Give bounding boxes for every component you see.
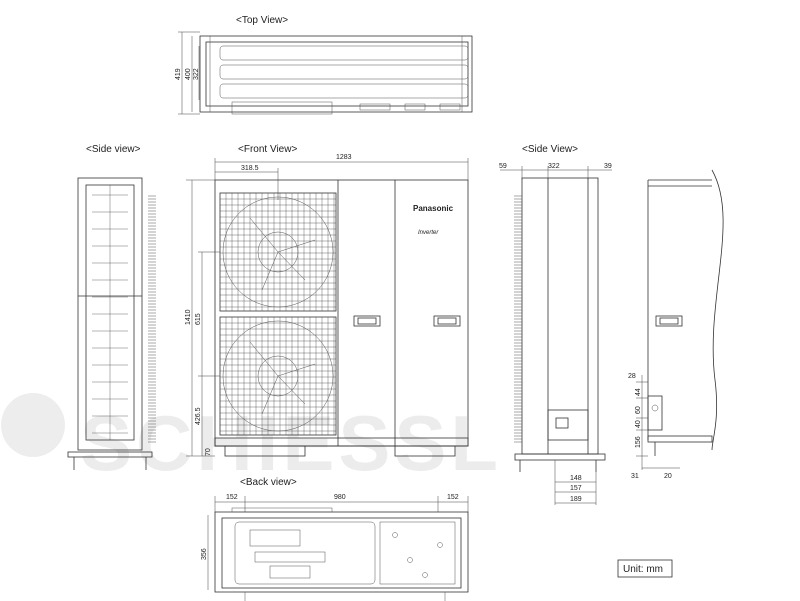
dim-top-322: 322: [193, 68, 200, 80]
dim-detail-20: 20: [664, 473, 672, 480]
dim-back-152-left: 152: [226, 494, 238, 501]
top-view: [178, 31, 473, 115]
dim-side-59: 59: [499, 163, 507, 170]
dim-front-height: 1410: [185, 309, 192, 325]
dim-front-width: 1283: [336, 154, 352, 161]
dim-front-426: 426.5: [195, 407, 202, 425]
side-view-right-label: <Side View>: [522, 144, 578, 155]
front-view-label: <Front View>: [238, 144, 297, 155]
dim-side-148: 148: [570, 475, 582, 482]
dim-detail-28: 28: [628, 373, 636, 380]
dim-side-189: 189: [570, 496, 582, 503]
dim-front-70: 70: [205, 448, 212, 456]
dim-front-615: 615: [195, 313, 202, 325]
dim-detail-31: 31: [631, 473, 639, 480]
unit-label: Unit: mm: [623, 564, 663, 575]
dim-side-39: 39: [604, 163, 612, 170]
front-view: [186, 158, 469, 457]
dim-side-157: 157: [570, 485, 582, 492]
back-view: [207, 496, 469, 601]
brand-logo: Panasonic: [413, 204, 454, 213]
dim-top-419: 419: [175, 68, 182, 80]
side-detail-view: [636, 169, 724, 470]
dim-back-980: 980: [334, 494, 346, 501]
dim-detail-44: 44: [635, 388, 642, 396]
dim-front-fan-offset: 318.5: [241, 165, 259, 172]
top-view-label: <Top View>: [236, 15, 288, 26]
dim-side-322: 322: [548, 163, 560, 170]
dim-detail-60: 60: [635, 406, 642, 414]
watermark: SCHIESSL: [1, 393, 502, 487]
side-view-right: [500, 166, 612, 505]
dim-back-356: 356: [201, 548, 208, 560]
dim-detail-156: 156: [635, 436, 642, 448]
back-view-label: <Back view>: [240, 477, 297, 488]
unit-box: Unit: mm: [617, 559, 673, 578]
dim-top-400: 400: [185, 68, 192, 80]
dim-back-152-right: 152: [447, 494, 459, 501]
side-view-left-label: <Side view>: [86, 144, 141, 155]
inverter-badge: Inverter: [418, 230, 439, 236]
watermark-text: SCHIESSL: [80, 399, 502, 487]
side-view-left: [67, 177, 156, 470]
dim-detail-40: 40: [635, 420, 642, 428]
